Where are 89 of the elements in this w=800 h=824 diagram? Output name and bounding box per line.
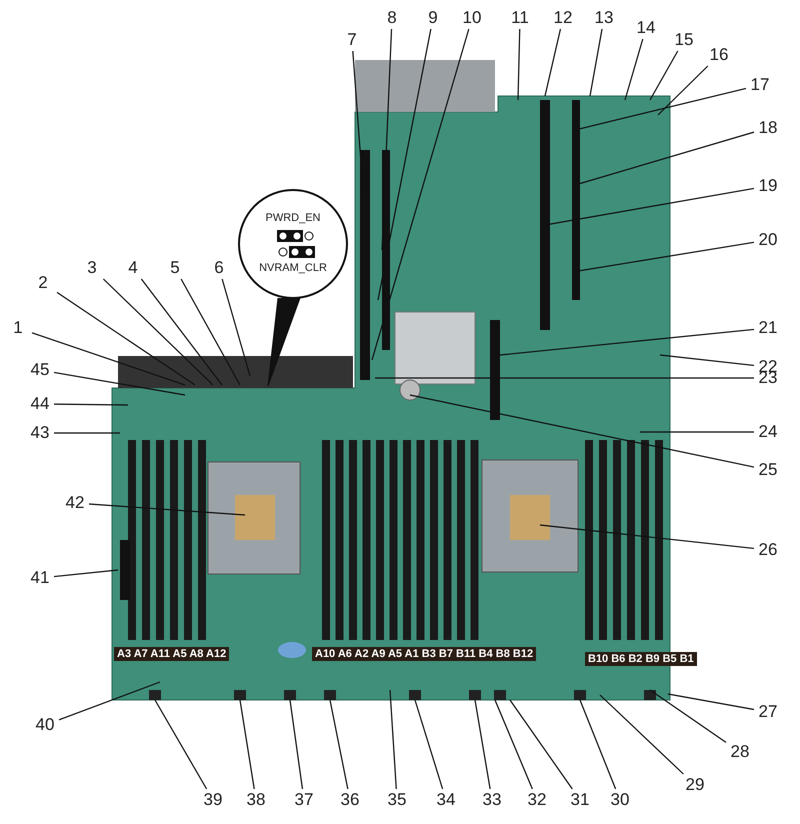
callout-number: 42 [63, 493, 87, 513]
callout-number: 37 [292, 790, 316, 810]
leader-line [517, 28, 520, 100]
callout-number: 11 [508, 8, 532, 28]
callout-number: 33 [480, 790, 504, 810]
leader-line [600, 694, 684, 774]
callout-number: 31 [568, 790, 592, 810]
leader-line [180, 278, 241, 386]
leader-line [154, 700, 208, 790]
jumper-label: PWRD_EN [264, 212, 322, 224]
leader-line [649, 50, 678, 100]
callout-number: 15 [672, 30, 696, 50]
callout-number: 26 [756, 540, 780, 560]
leader-line [589, 28, 603, 96]
leader-line [222, 278, 251, 376]
leader-line [414, 700, 444, 790]
callout-number: 5 [163, 258, 187, 278]
leader-line [510, 700, 573, 790]
leader-line [540, 524, 754, 550]
leader-line [572, 242, 754, 273]
callout-number: 2 [31, 273, 55, 293]
callout-number: 40 [33, 715, 57, 735]
callout-number: 44 [28, 394, 52, 414]
leader-line [624, 38, 644, 100]
callout-number: 29 [683, 775, 707, 795]
leader-line [474, 700, 491, 790]
callout-number: 10 [460, 8, 484, 28]
callout-number: 32 [525, 790, 549, 810]
callout-number: 13 [592, 8, 616, 28]
leader-line [410, 394, 754, 468]
callout-number: 3 [80, 258, 104, 278]
leader-line [88, 503, 246, 516]
slot-label: A3 A7 A11 A5 A8 A12 [114, 647, 230, 661]
leader-line [579, 700, 616, 790]
callout-number: 8 [380, 8, 404, 28]
jumper-label: NVRAM_CLR [258, 262, 328, 274]
leader-line [239, 700, 255, 790]
callout-number: 21 [756, 318, 780, 338]
callout-number: 36 [338, 790, 362, 810]
leader-line [371, 28, 470, 360]
callout-number: 41 [28, 568, 52, 588]
callout-number: 4 [121, 258, 145, 278]
leader-line [58, 681, 160, 720]
callout-number: 17 [748, 75, 772, 95]
callout-number: 28 [728, 742, 752, 762]
callout-number: 14 [634, 18, 658, 38]
callout-number: 6 [207, 258, 231, 278]
leader-line [102, 278, 214, 386]
callout-number: 25 [756, 460, 780, 480]
leader-line [54, 372, 186, 396]
leader-line [494, 700, 533, 790]
leader-line [650, 690, 726, 743]
leader-line [658, 66, 708, 116]
callout-number: 35 [385, 790, 409, 810]
callout-number: 1 [6, 318, 30, 338]
leader-line [54, 404, 128, 406]
callout-number: 27 [756, 702, 780, 722]
leader-line [32, 332, 186, 386]
callout-number: 7 [340, 30, 364, 50]
callout-number: 12 [551, 8, 575, 28]
leader-line [54, 569, 118, 578]
leader-line [56, 292, 196, 386]
leader-line [375, 377, 754, 379]
callout-number: 19 [756, 176, 780, 196]
leader-line [289, 700, 304, 790]
callout-number: 45 [28, 360, 52, 380]
leader-line [381, 28, 392, 250]
leader-line [54, 432, 120, 434]
callout-number: 34 [434, 790, 458, 810]
callout-number: 24 [756, 422, 780, 442]
slot-label: B10 B6 B2 B9 B5 B1 [585, 652, 697, 666]
leader-line [640, 431, 754, 433]
leader-line [544, 28, 562, 96]
leader-line [329, 700, 348, 790]
leader-line [377, 28, 432, 300]
slot-label: A10 A6 A2 A9 A5 A1 B3 B7 B11 B4 B8 B12 [312, 647, 536, 661]
leader-line [500, 328, 754, 356]
callout-number: 38 [244, 790, 268, 810]
callout-number: 18 [756, 118, 780, 138]
leader-line [668, 693, 754, 710]
callout-number: 43 [28, 423, 52, 443]
leader-line [660, 354, 754, 366]
callout-number: 39 [201, 790, 225, 810]
callout-number: 30 [608, 790, 632, 810]
leader-line [389, 690, 397, 790]
leader-line [140, 278, 222, 386]
callout-number: 20 [756, 230, 780, 250]
callout-number: 16 [707, 45, 731, 65]
callout-number: 9 [421, 8, 445, 28]
